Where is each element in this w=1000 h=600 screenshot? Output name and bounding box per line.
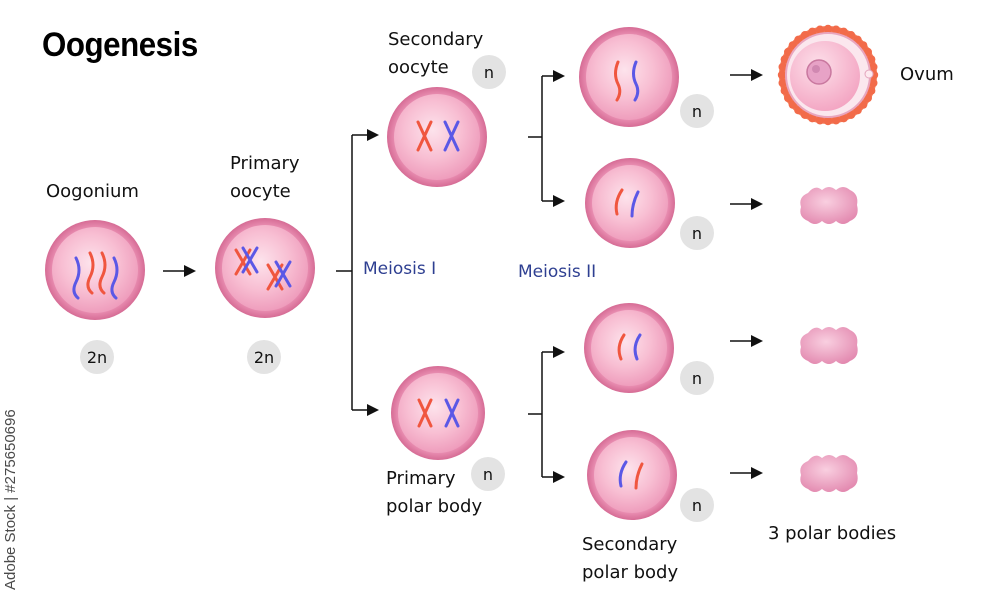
ploidy-label: 2n bbox=[87, 348, 107, 367]
ploidy-badge-m2-cell-3: n bbox=[680, 361, 714, 395]
corona-cell bbox=[794, 106, 803, 115]
label-primary-polar-body-line2: polar body bbox=[386, 496, 483, 517]
nucleus bbox=[806, 59, 832, 85]
corona-cell bbox=[808, 27, 817, 36]
ploidy-badge-oogonium: 2n bbox=[80, 340, 114, 374]
chromosome-blue bbox=[72, 256, 81, 300]
ploidy-label: n bbox=[483, 465, 493, 484]
meiosis2-cell-4 bbox=[587, 430, 677, 520]
arrows bbox=[163, 69, 763, 483]
ploidy-badge-m2-cell-2: n bbox=[680, 216, 714, 250]
corona-cell bbox=[800, 110, 810, 120]
ovum-cell bbox=[777, 24, 879, 126]
corona-cell bbox=[788, 41, 797, 50]
corona-cell bbox=[867, 55, 876, 64]
corona-cell bbox=[784, 47, 793, 57]
corona-cell bbox=[800, 31, 810, 40]
chromosome-blue bbox=[110, 256, 119, 300]
corona-cell bbox=[794, 35, 803, 44]
label-meiosis-2: Meiosis II bbox=[518, 262, 597, 282]
oogonium-cell bbox=[45, 220, 145, 320]
corona-cell bbox=[863, 47, 872, 57]
corona-cell bbox=[778, 62, 787, 72]
corona-cell bbox=[777, 70, 787, 80]
ploidy-badge-primary-oocyte: 2n bbox=[247, 340, 281, 374]
corona-cell bbox=[815, 25, 825, 34]
chromosome-red bbox=[98, 251, 107, 295]
label-primary-oocyte: Primary oocyte bbox=[230, 150, 300, 206]
polar-body-2 bbox=[800, 327, 858, 364]
ploidy-label: n bbox=[484, 63, 494, 82]
label-secondary-polar-body-line2: polar body bbox=[582, 562, 679, 583]
label-meiosis-1: Meiosis I bbox=[363, 259, 437, 279]
polar-body-small bbox=[864, 69, 874, 79]
corona-cell bbox=[780, 86, 789, 95]
corona-cell bbox=[839, 114, 848, 123]
label-secondary-oocyte-line2: oocyte bbox=[388, 57, 449, 78]
corona-cell bbox=[859, 100, 868, 109]
label-secondary-polar-body: Secondary polar body bbox=[582, 531, 678, 587]
corona-cell bbox=[853, 35, 862, 44]
diagram-title: Oogenesis bbox=[42, 26, 198, 64]
corona-cell bbox=[869, 78, 878, 88]
corona-cell bbox=[867, 86, 876, 95]
ploidy-badge-m2-cell-4: n bbox=[680, 488, 714, 522]
label-polar-bodies: 3 polar bodies bbox=[768, 523, 897, 544]
meiosis2-cell-1 bbox=[579, 27, 679, 127]
secondary-oocyte-cell bbox=[387, 87, 487, 187]
ploidy-badge-primary-polar-body: n bbox=[471, 457, 505, 491]
chromosome-red bbox=[86, 251, 95, 295]
ploidy-label: n bbox=[692, 102, 702, 121]
primary-oocyte-cell bbox=[215, 218, 315, 318]
corona-cell bbox=[788, 100, 797, 109]
corona-cell bbox=[853, 106, 862, 115]
label-primary-oocyte-line2: oocyte bbox=[230, 181, 291, 202]
label-ovum: Ovum bbox=[900, 64, 954, 85]
corona-cell bbox=[863, 93, 872, 103]
ploidy-label: n bbox=[692, 496, 702, 515]
corona-radiata bbox=[777, 24, 879, 126]
corona-cell bbox=[831, 116, 841, 125]
label-secondary-polar-body-line1: Secondary bbox=[582, 534, 678, 555]
corona-cell bbox=[859, 41, 868, 50]
label-oogonium: Oogonium bbox=[46, 181, 139, 202]
corona-cell bbox=[784, 93, 793, 103]
corona-cell bbox=[815, 116, 825, 125]
corona-cell bbox=[831, 25, 841, 34]
corona-cell bbox=[823, 116, 833, 126]
corona-cell bbox=[808, 114, 817, 123]
label-primary-polar-body-line1: Primary bbox=[386, 468, 456, 489]
corona-cell bbox=[780, 55, 789, 64]
polar-body-1 bbox=[800, 187, 858, 224]
ploidy-label: n bbox=[692, 369, 702, 388]
primary-polar-body-cell bbox=[391, 366, 485, 460]
ploidy-label: 2n bbox=[254, 348, 274, 367]
label-primary-polar-body: Primary polar body bbox=[386, 465, 482, 521]
label-secondary-oocyte-line1: Secondary bbox=[388, 29, 484, 50]
meiosis2-cell-3 bbox=[584, 303, 674, 393]
corona-cell bbox=[869, 62, 878, 72]
corona-cell bbox=[778, 78, 787, 88]
corona-cell bbox=[846, 31, 856, 40]
meiosis2-cell-2 bbox=[585, 158, 675, 248]
polar-body-3 bbox=[800, 455, 858, 492]
label-primary-oocyte-line1: Primary bbox=[230, 153, 300, 174]
ploidy-badge-secondary-oocyte: n bbox=[472, 55, 506, 89]
corona-cell bbox=[839, 27, 848, 36]
ploidy-badge-m2-cell-1: n bbox=[680, 94, 714, 128]
watermark-text: Adobe Stock | #275650696 bbox=[2, 409, 19, 590]
corona-cell bbox=[823, 24, 833, 34]
corona-cell bbox=[846, 110, 856, 120]
label-secondary-oocyte: Secondary oocyte bbox=[388, 26, 483, 82]
ploidy-label: n bbox=[692, 224, 702, 243]
